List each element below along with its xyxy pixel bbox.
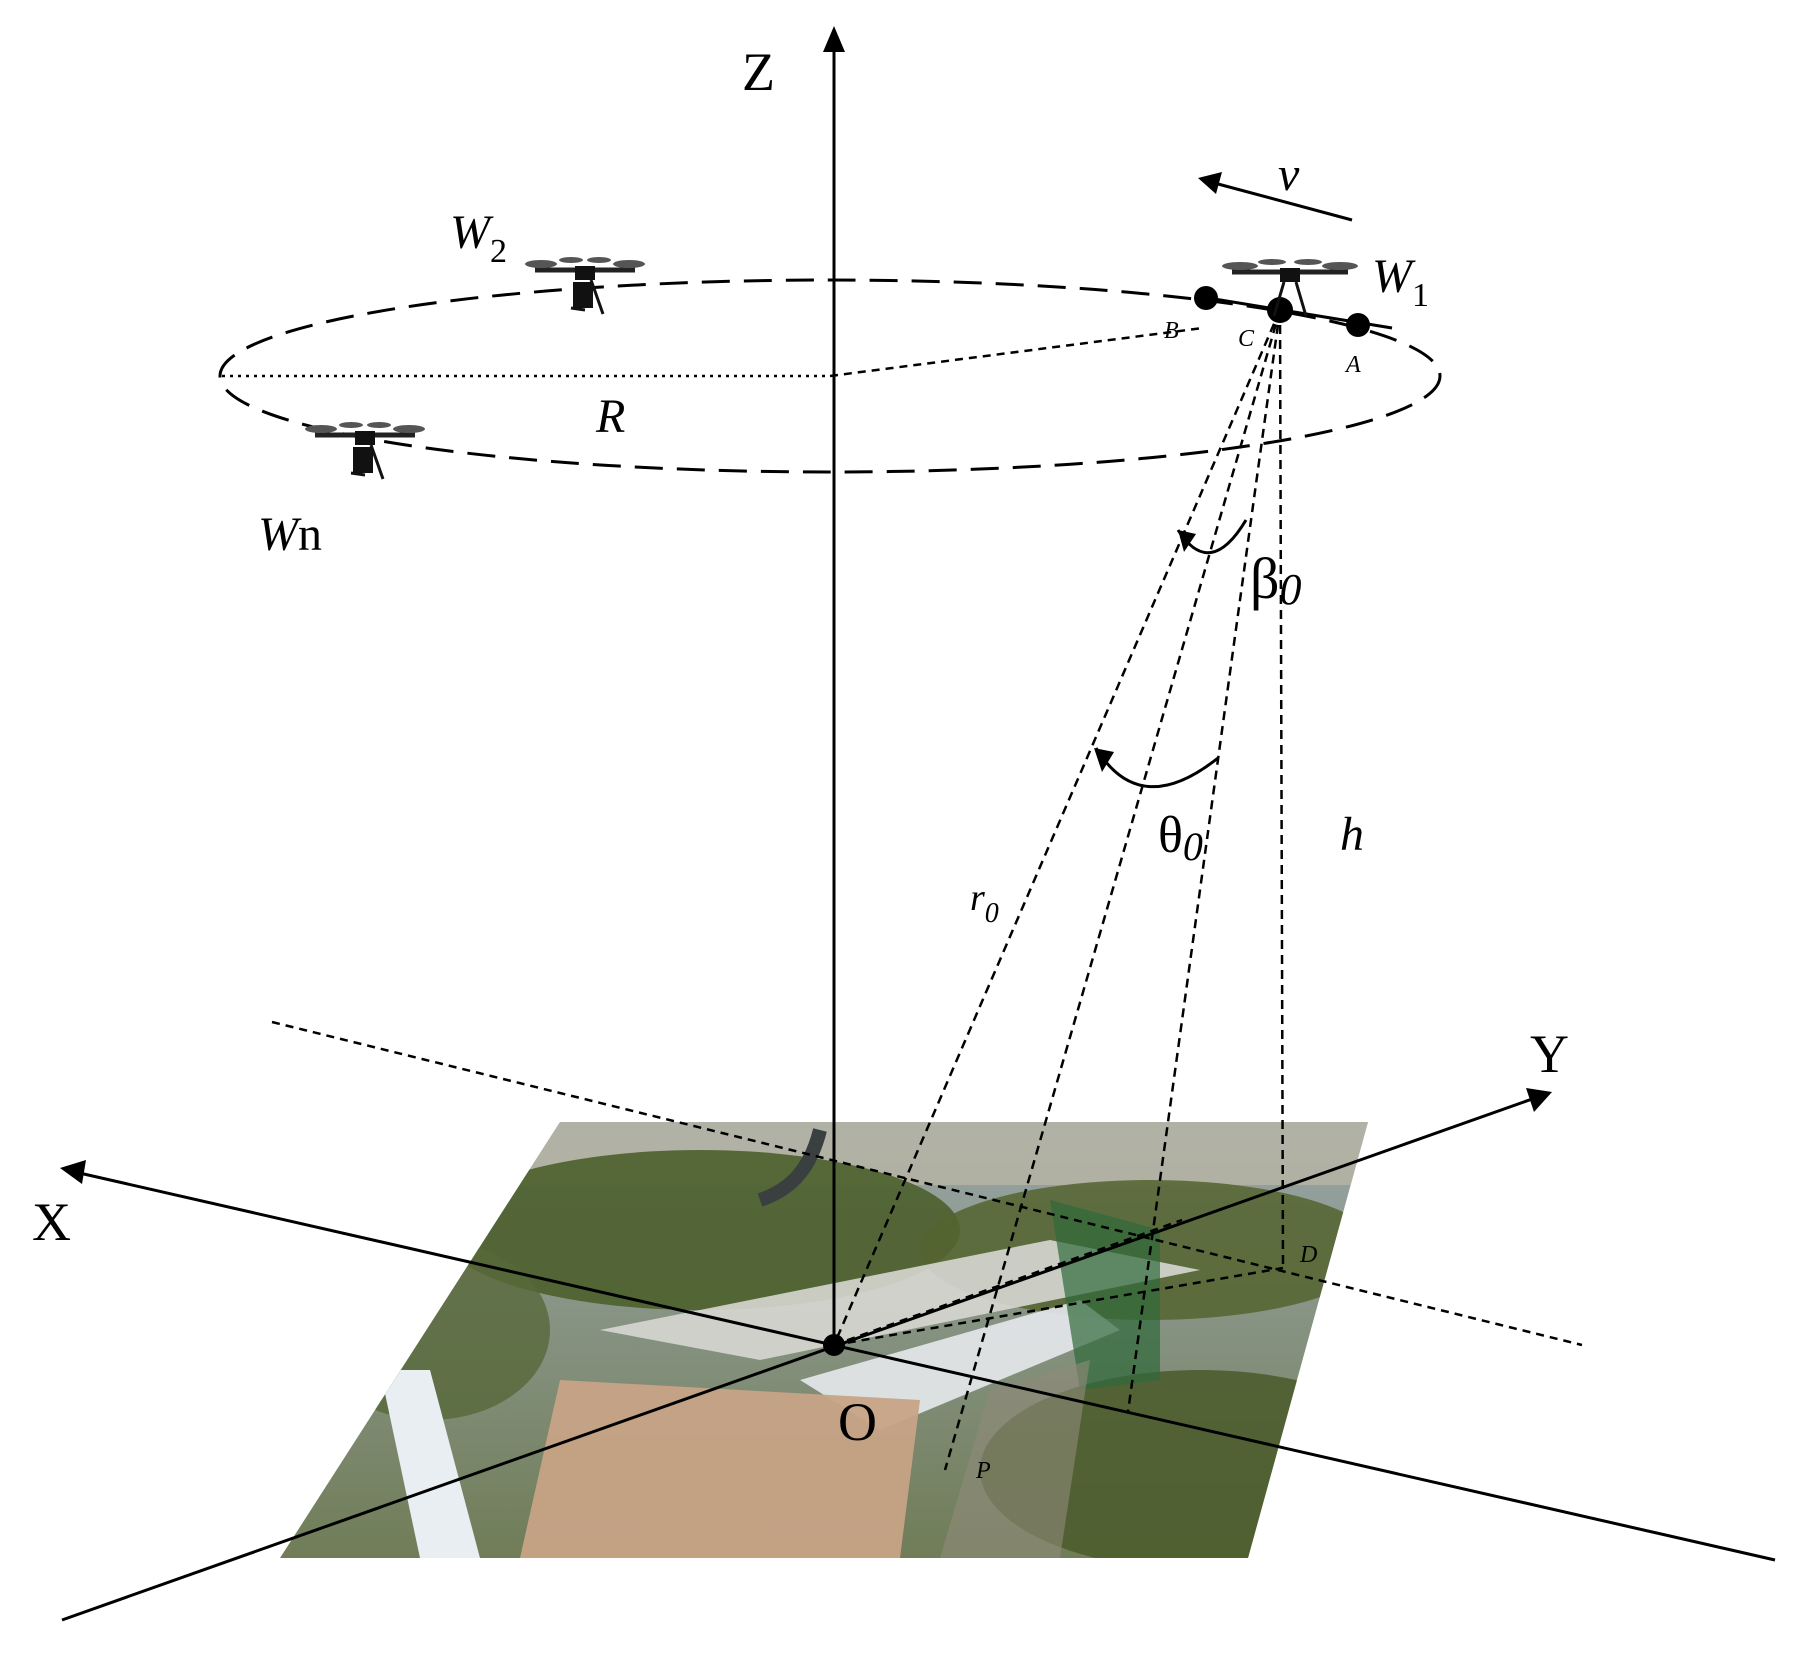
y-axis-label: Y (1530, 1024, 1569, 1084)
beam-lines (832, 309, 1285, 1471)
point-a-label: A (1344, 352, 1361, 378)
point-b-marker (1194, 286, 1218, 310)
drone-w1-icon (1222, 259, 1358, 317)
origin-label: O (838, 1392, 877, 1452)
point-p-label: P (975, 1458, 991, 1484)
point-d-label: D (1299, 1242, 1317, 1268)
theta-label: θ0 (1158, 807, 1203, 869)
beam-line-p (943, 309, 1282, 1471)
beta-label: β0 (1250, 546, 1302, 614)
beam-line-mid (1126, 309, 1282, 1413)
y-axis (61, 1096, 1536, 1622)
radius-label: R (595, 390, 625, 443)
ground-ray-o-upper (833, 1218, 1183, 1347)
drone-w1-label: W1 (1372, 250, 1429, 314)
velocity-label: v (1278, 148, 1300, 201)
point-c-label: C (1238, 326, 1255, 352)
ground-ray-od (833, 1266, 1284, 1347)
z-axis-arrow (823, 26, 845, 52)
range-label: r0 (970, 877, 999, 929)
point-a-marker (1346, 313, 1370, 337)
height-label: h (1340, 808, 1364, 861)
velocity-arrowhead (1198, 172, 1222, 194)
drone-w2-label: W2 (450, 206, 507, 270)
x-axis-arrow (60, 1160, 86, 1184)
x-axis-label: X (32, 1192, 71, 1252)
point-b-label: B (1164, 318, 1179, 344)
origin-point (823, 1334, 845, 1356)
ground-reference-line (271, 1020, 1583, 1347)
velocity-arrow (1217, 182, 1353, 222)
beam-line-r0 (832, 309, 1282, 1346)
theta-arc-arrowhead (1094, 748, 1114, 772)
orbit-ellipse (218, 278, 1442, 474)
beta-arc-arrowhead (1178, 530, 1196, 552)
y-axis-arrow (1526, 1088, 1552, 1112)
z-axis-label: Z (742, 42, 775, 102)
drone-w2-icon (525, 257, 645, 315)
point-c-marker (1267, 297, 1293, 323)
drone-wn-label: Wn (258, 508, 322, 561)
beam-line-h (1278, 309, 1285, 1269)
x-axis (74, 1170, 1776, 1562)
drone-wn-icon (305, 422, 425, 480)
theta-angle-arc (1094, 747, 1219, 789)
radius-line-right (829, 326, 1204, 378)
